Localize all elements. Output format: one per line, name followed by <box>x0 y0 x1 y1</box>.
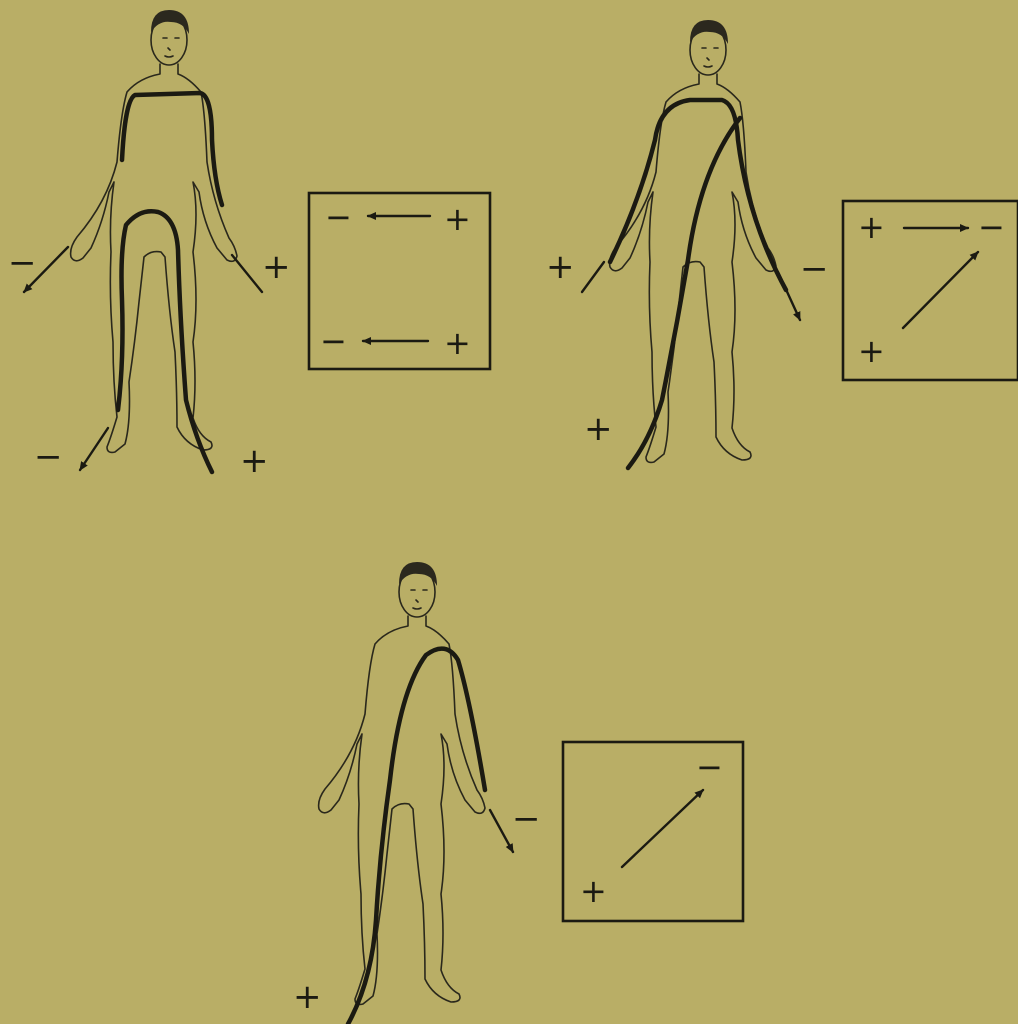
box3-bottom-left: + <box>580 872 607 910</box>
label-foot-left: + <box>293 977 322 1017</box>
box1-top-right: + <box>444 200 471 238</box>
current-path-legs <box>118 211 212 472</box>
figure-1: − + − + − + − + <box>8 10 490 481</box>
arrow-current-foot <box>80 428 108 470</box>
arrow-current-hand <box>778 272 800 320</box>
box2-top-left: + <box>858 208 885 246</box>
label-foot-left: − <box>34 437 63 477</box>
box2-bottom-left: + <box>858 332 885 370</box>
box1-top-left: − <box>325 198 352 236</box>
label-foot-left: + <box>584 409 613 449</box>
box1-bottom-left: − <box>320 322 347 360</box>
label-hand-right: + <box>262 247 291 287</box>
label-hand-left: + <box>546 247 575 287</box>
figure-2: + − + + − + <box>546 20 1018 468</box>
box3-diagonal-arrow <box>622 790 703 867</box>
box3-top-right: − <box>696 748 723 786</box>
figure-3: − + − + <box>293 562 743 1024</box>
arrow-current-hand <box>490 810 513 852</box>
box1-bottom-right: + <box>444 324 471 362</box>
current-path-diagonal <box>348 649 485 1024</box>
label-foot-right: + <box>240 441 269 481</box>
label-hand-right: − <box>512 799 541 839</box>
right-hand-lead <box>232 255 262 292</box>
label-hand-right: − <box>800 249 829 289</box>
box2-top-right: − <box>978 208 1005 246</box>
left-hand-lead <box>582 262 604 292</box>
box2-diagonal-arrow <box>903 252 978 328</box>
label-hand-left: − <box>8 243 37 283</box>
